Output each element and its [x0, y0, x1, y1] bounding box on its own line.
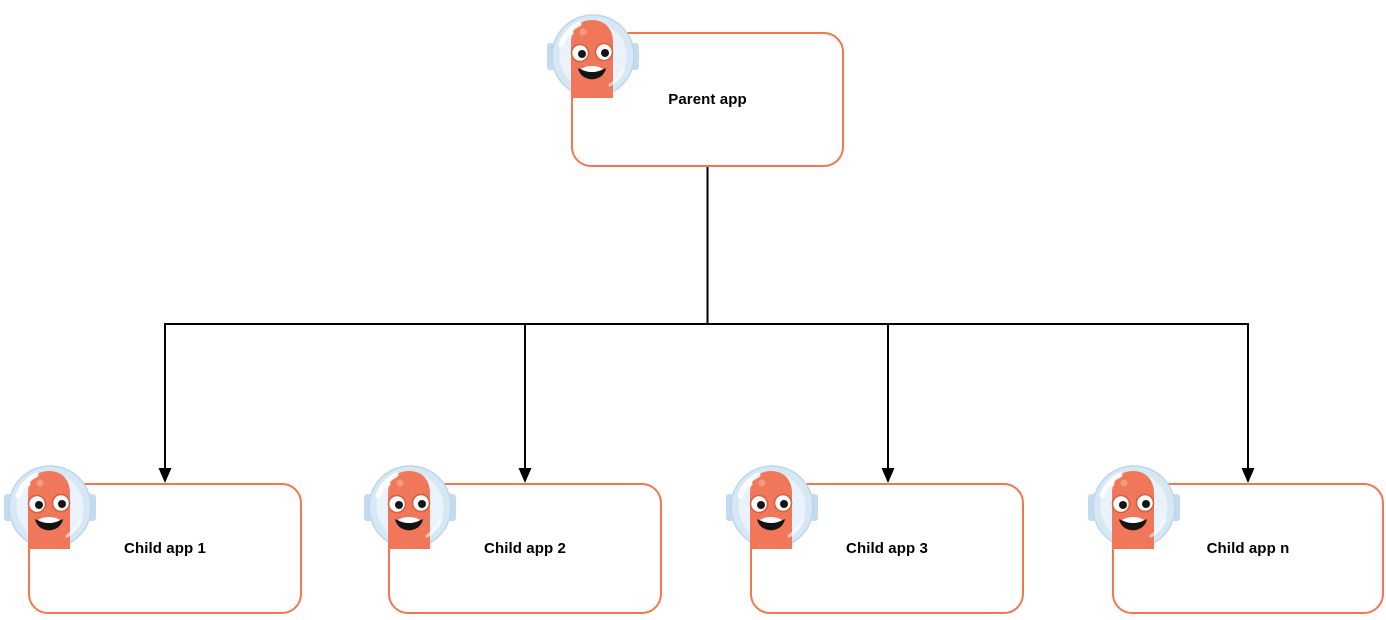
node-label: Child app 1	[124, 540, 206, 557]
node-label: Child app n	[1206, 540, 1290, 557]
node-child-app-2: Child app 2	[388, 483, 662, 614]
arrowhead-icon	[518, 468, 532, 483]
node-label: Parent app	[668, 91, 747, 108]
node-label: Child app 2	[484, 540, 566, 557]
astronaut-mascot-icon	[547, 12, 639, 104]
arrowhead-icon	[158, 468, 172, 483]
node-child-app-n: Child app n	[1112, 483, 1384, 614]
node-label: Child app 3	[846, 540, 928, 557]
astronaut-mascot-icon	[726, 463, 818, 555]
astronaut-mascot-icon	[4, 463, 96, 555]
astronaut-mascot-icon	[364, 463, 456, 555]
node-child-app-1: Child app 1	[28, 483, 302, 614]
astronaut-mascot-icon	[1088, 463, 1180, 555]
arrowhead-icon	[881, 468, 895, 483]
node-parent-app: Parent app	[571, 32, 844, 167]
arrowhead-icon	[1241, 468, 1255, 483]
node-child-app-3: Child app 3	[750, 483, 1024, 614]
